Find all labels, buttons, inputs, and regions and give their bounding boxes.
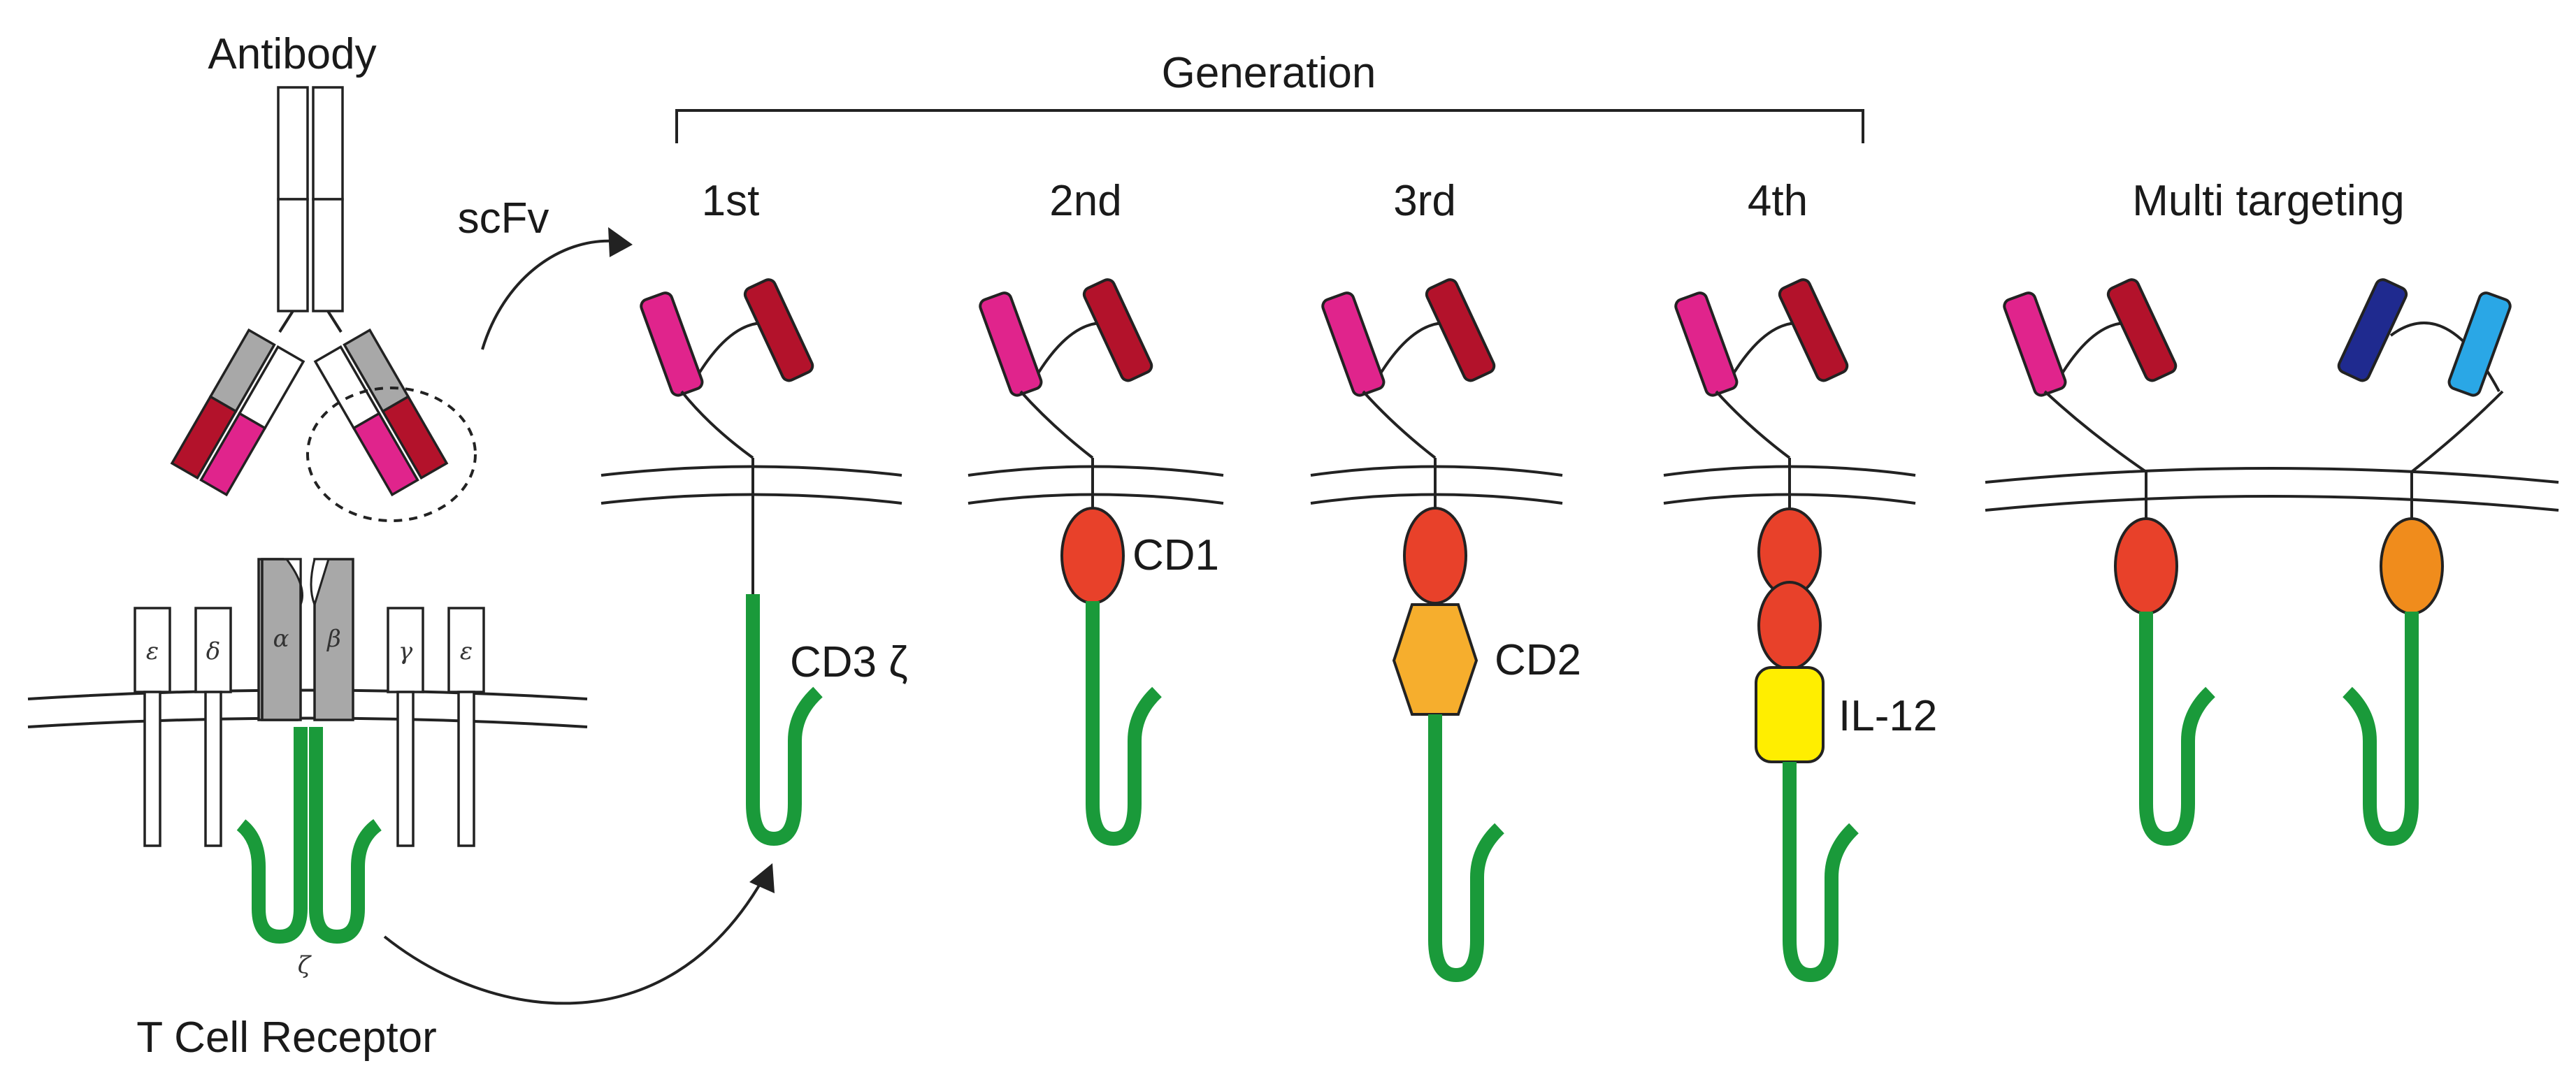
tcr-delta bbox=[194, 607, 232, 693]
generation-label: Generation bbox=[1162, 49, 1376, 97]
tcr-delta-label: δ bbox=[206, 637, 220, 665]
gen1-scfv-stem bbox=[680, 390, 754, 459]
tcr-zeta-right bbox=[309, 727, 382, 944]
tcr-gamma-label: γ bbox=[398, 637, 413, 665]
gen2-vh-domain bbox=[1082, 278, 1153, 382]
antibody-heavy-right-top bbox=[312, 86, 344, 201]
gen4-vh-domain bbox=[1778, 278, 1849, 382]
multi-b-vh-domain bbox=[2337, 278, 2408, 382]
tcr-alpha-label: α bbox=[273, 625, 289, 653]
zeta-arrow bbox=[383, 863, 775, 1005]
scfv-arrow-curve bbox=[481, 239, 616, 350]
car-multi-targeting bbox=[1985, 278, 2559, 846]
t-cell-receptor: ε δ α β γ ε ζ T Cell Receptor bbox=[27, 558, 588, 1062]
scfv-selection-ellipse bbox=[306, 387, 477, 522]
gen2-vl-domain bbox=[979, 291, 1043, 397]
zeta-arrowhead bbox=[749, 863, 775, 893]
gen4-il12-label: IL-12 bbox=[1839, 692, 1937, 740]
antibody-fab-right bbox=[313, 328, 449, 497]
antibody-label: Antibody bbox=[208, 30, 376, 78]
tcr-epsilon-left-label: ε bbox=[146, 637, 159, 665]
generation-bracket-line bbox=[675, 109, 1864, 143]
multi-membrane-bottom bbox=[1985, 495, 2559, 512]
gen2-cd1-domain bbox=[1060, 507, 1125, 605]
gen2-membrane-bottom bbox=[967, 493, 1224, 505]
gen3-cd3z-tail bbox=[1428, 714, 1505, 983]
antibody-heavy-left-top bbox=[277, 86, 309, 201]
gen-2nd-label: 2nd bbox=[1049, 177, 1121, 225]
antibody-heavy-left-mid bbox=[277, 198, 309, 312]
gen3-scfv-stem bbox=[1362, 390, 1437, 459]
car-4th-generation: IL-12 bbox=[1663, 278, 1937, 983]
gen2-membrane-top bbox=[967, 465, 1224, 477]
gen2-cd1-label: CD1 bbox=[1132, 531, 1219, 579]
generation-bracket: Generation 1st 2nd 3rd 4th Multi targeti… bbox=[675, 49, 2405, 225]
tcr-epsilon-right-stalk bbox=[457, 691, 475, 847]
gen3-cd1-domain bbox=[1403, 507, 1467, 605]
tcr-gamma bbox=[387, 607, 424, 693]
car-3rd-generation: CD2 bbox=[1310, 278, 1581, 983]
tcr-gamma-stalk bbox=[396, 691, 415, 847]
tcr-zeta-label: ζ bbox=[298, 951, 312, 979]
multi-b-costim-domain bbox=[2380, 517, 2444, 615]
tcr-epsilon-right-label: ε bbox=[460, 637, 473, 665]
multi-a-vh-domain bbox=[2106, 278, 2178, 382]
antibody-fab-left bbox=[170, 328, 305, 497]
gen3-vl-domain bbox=[1321, 291, 1386, 397]
tcr-label: T Cell Receptor bbox=[136, 1014, 437, 1062]
tcr-beta-label: β bbox=[326, 625, 341, 653]
gen-4th-label: 4th bbox=[1748, 177, 1808, 225]
gen4-il12-domain bbox=[1755, 666, 1825, 763]
multi-a-costim-domain bbox=[2114, 517, 2178, 615]
antibody: Antibody bbox=[170, 30, 477, 522]
tcr-epsilon-left bbox=[134, 607, 171, 693]
tcr-delta-stalk bbox=[204, 691, 222, 847]
gen2-scfv-stem bbox=[1019, 390, 1094, 459]
multi-membrane-top bbox=[1985, 467, 2559, 484]
tcr-epsilon-right bbox=[447, 607, 485, 693]
gen4-cd3z-tail bbox=[1783, 762, 1859, 983]
tcr-epsilon-left-stalk bbox=[143, 691, 161, 847]
gen2-cd3z-tail bbox=[1086, 601, 1163, 846]
car-1st-generation: CD3 ζ bbox=[600, 278, 908, 846]
gen3-cd2-label: CD2 bbox=[1495, 636, 1581, 684]
gen3-vh-domain bbox=[1425, 278, 1496, 382]
multi-targeting-label: Multi targeting bbox=[2132, 177, 2404, 225]
scfv-arrow: scFv bbox=[458, 194, 633, 350]
gen4-vl-domain bbox=[1674, 291, 1739, 397]
tcr-zeta-left bbox=[236, 727, 308, 944]
multi-b-vl-domain bbox=[2447, 291, 2512, 397]
tcr-alpha-notch bbox=[285, 558, 303, 605]
multi-a-scfv-stem bbox=[2043, 390, 2147, 473]
multi-a-cd3z-tail bbox=[2139, 612, 2216, 846]
gen1-cd3z-tail bbox=[746, 594, 823, 846]
multi-b-cd3z-tail bbox=[2342, 612, 2419, 846]
gen1-cd3z-label: CD3 ζ bbox=[790, 638, 908, 686]
multi-a-vl-domain bbox=[2003, 291, 2067, 397]
tcr-membrane-bottom bbox=[27, 716, 588, 728]
gen4-scfv-stem bbox=[1715, 390, 1791, 459]
gen1-vh-domain bbox=[743, 278, 814, 382]
gen4-cd2-domain bbox=[1757, 581, 1822, 670]
scfv-label: scFv bbox=[458, 194, 549, 243]
tcr-beta-notch bbox=[310, 558, 331, 608]
multi-b-scfv-stem bbox=[2410, 390, 2504, 473]
tcr-alpha-body bbox=[261, 558, 302, 721]
gen-1st-label: 1st bbox=[702, 177, 760, 225]
tcr-membrane-top bbox=[27, 688, 588, 700]
scfv-arrowhead bbox=[608, 227, 633, 257]
gen-3rd-label: 3rd bbox=[1393, 177, 1456, 225]
gen3-cd2-domain bbox=[1392, 603, 1478, 716]
gen1-vl-domain bbox=[640, 291, 704, 397]
zeta-arrow-curve bbox=[383, 879, 763, 1005]
antibody-hinge bbox=[278, 310, 343, 333]
car-2nd-generation: CD1 bbox=[967, 278, 1224, 846]
antibody-heavy-right-mid bbox=[312, 198, 344, 312]
